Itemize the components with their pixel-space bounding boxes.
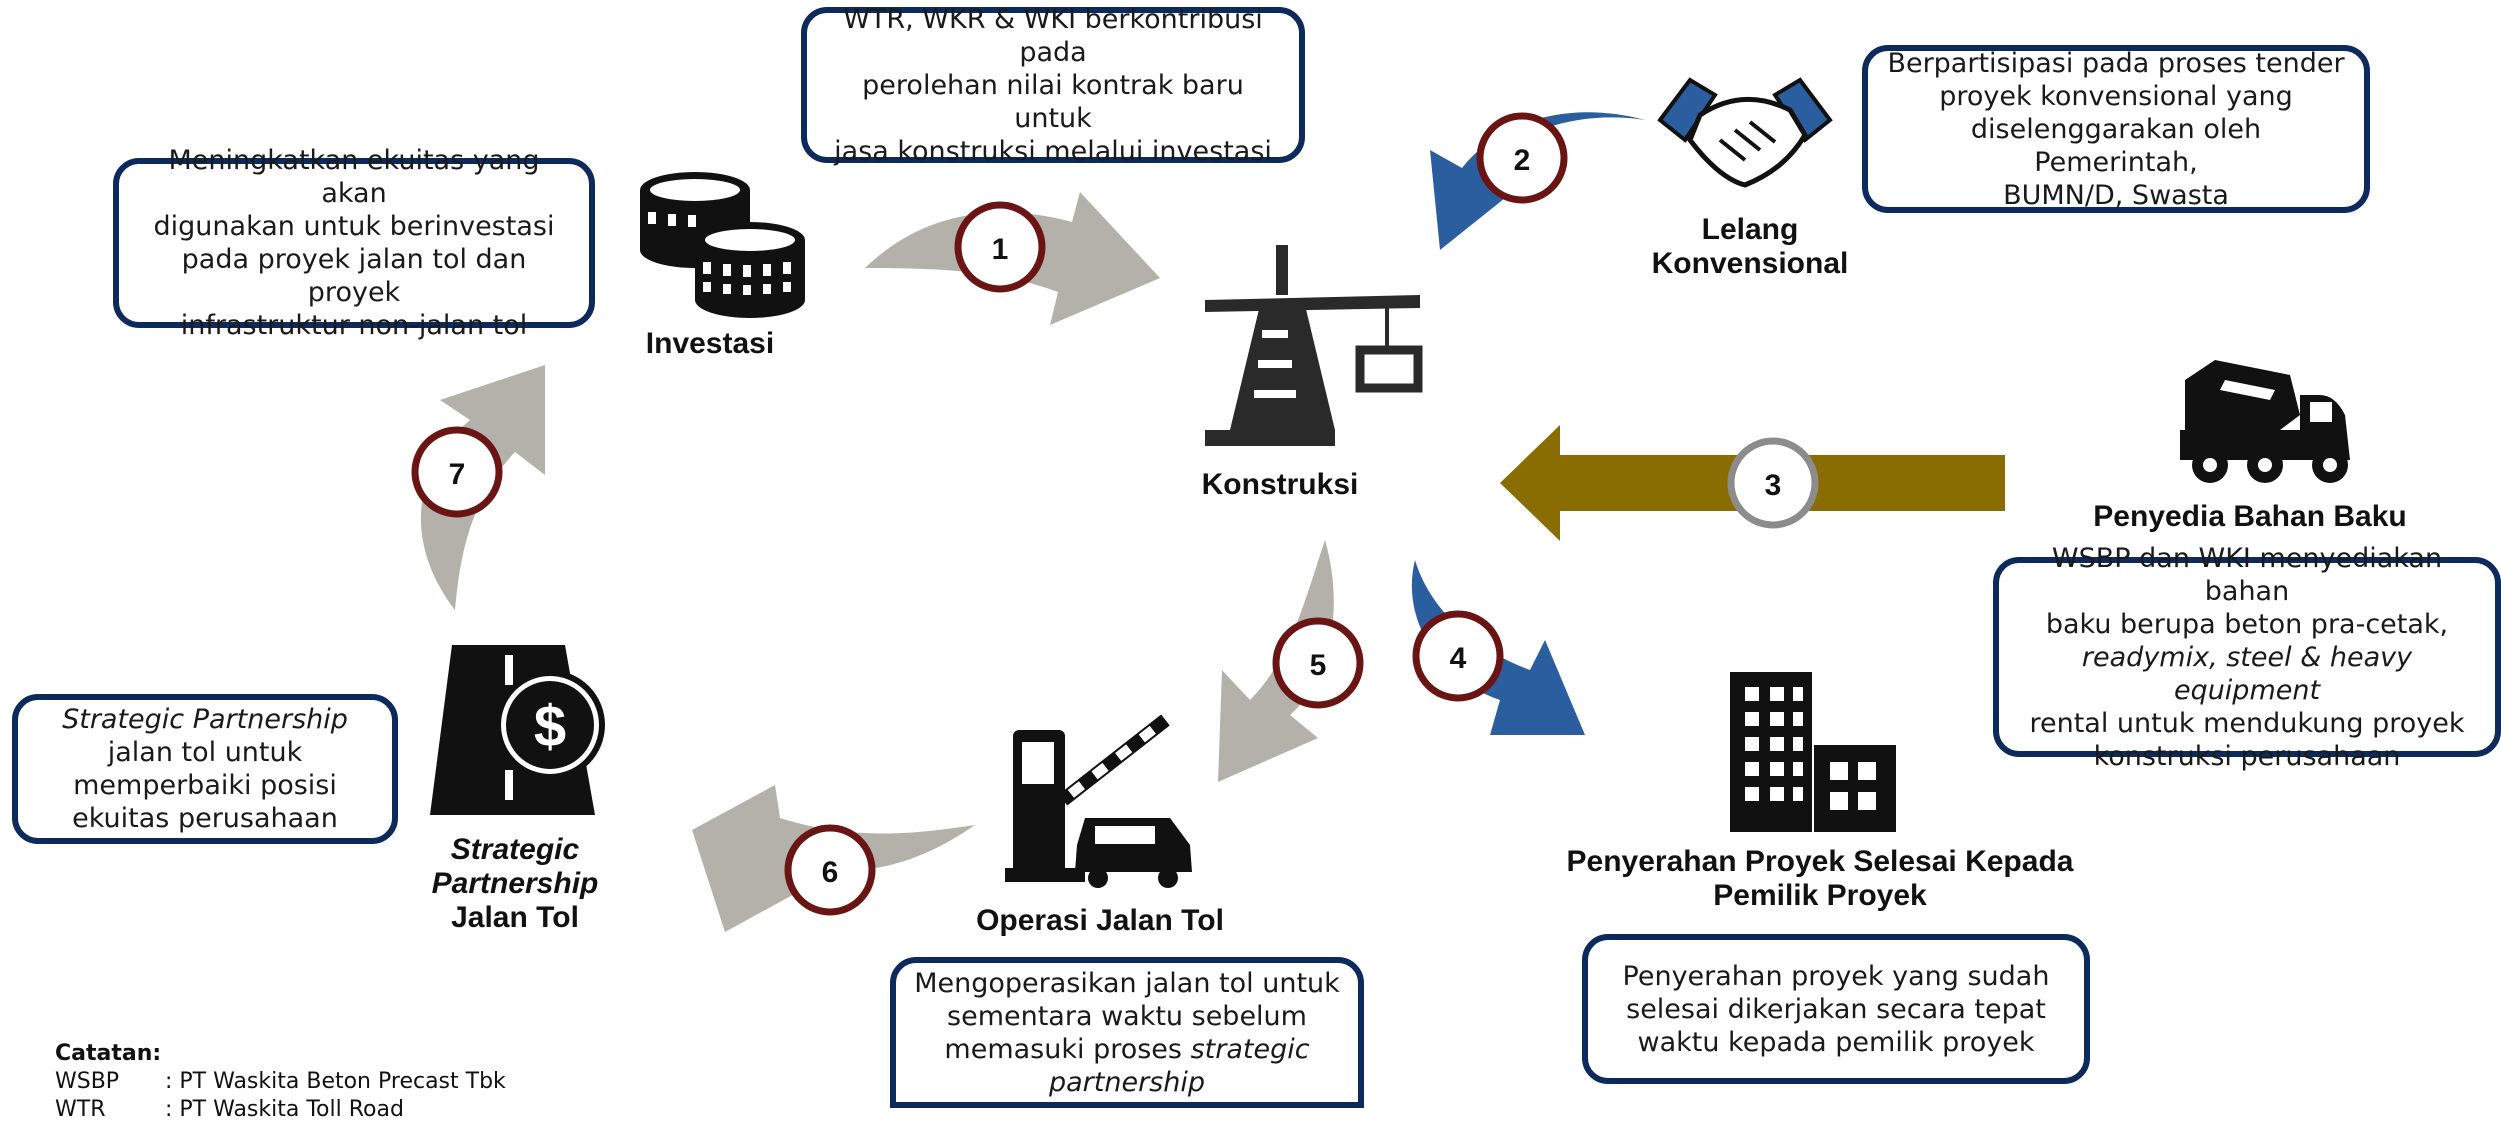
coins-icon bbox=[640, 172, 805, 318]
svg-text:$: $ bbox=[534, 694, 566, 759]
step-4: 4 bbox=[1412, 610, 1504, 702]
step-2: 2 bbox=[1476, 112, 1568, 204]
handshake-icon bbox=[1657, 77, 1833, 188]
svg-text:5: 5 bbox=[1310, 649, 1327, 682]
toll-gate-icon bbox=[1005, 714, 1192, 888]
svg-text:6: 6 bbox=[822, 856, 839, 889]
svg-text:2: 2 bbox=[1514, 144, 1531, 177]
box-operasi: Mengoperasikan jalan tol untuk sementara… bbox=[890, 957, 1364, 1108]
label-penyedia-bahan-baku: Penyedia Bahan Baku bbox=[2093, 500, 2407, 533]
step-5: 5 bbox=[1272, 617, 1364, 709]
box-ekuitas: Meningkatkan ekuitas yang akan digunakan… bbox=[113, 145, 595, 341]
mixer-truck-icon bbox=[2180, 360, 2350, 483]
label-operasi-jalan-tol: Operasi Jalan Tol bbox=[976, 904, 1224, 937]
building-icon bbox=[1730, 672, 1896, 832]
step-3: 3 bbox=[1727, 437, 1819, 529]
notes-title: Catatan: bbox=[55, 1041, 162, 1066]
step-1: 1 bbox=[954, 201, 1046, 293]
label-konstruksi: Konstruksi bbox=[1201, 468, 1359, 501]
svg-text:1: 1 bbox=[992, 233, 1009, 266]
box-penyerahan: Penyerahan proyek yang sudah selesai dik… bbox=[1582, 934, 2090, 1084]
notes: Catatan: WSBP : PT Waskita Beton Precast… bbox=[55, 1040, 506, 1124]
notes-row: WSBP : PT Waskita Beton Precast Tbk bbox=[55, 1069, 506, 1094]
arrow-5 bbox=[1218, 540, 1334, 782]
box-wtr-contribution: WTR, WKR & WKI berkontribusi pada perole… bbox=[801, 4, 1305, 167]
toll-road-dollar-icon: $ bbox=[430, 645, 605, 815]
label-penyerahan-proyek: Penyerahan Proyek Selesai Kepada Pemilik… bbox=[1566, 845, 2074, 912]
box-tender: Berpartisipasi pada proses tender proyek… bbox=[1862, 45, 2370, 213]
box-strategic-partnership: Strategic Partnership jalan tol untuk me… bbox=[12, 694, 398, 844]
svg-text:3: 3 bbox=[1765, 469, 1782, 502]
label-lelang-konvensional: Lelang Konvensional bbox=[1651, 213, 1849, 280]
step-6: 6 bbox=[784, 824, 876, 916]
box-bahan-baku: WSBP dan WKI menyediakan bahan baku beru… bbox=[1993, 543, 2501, 772]
arrow-4 bbox=[1411, 560, 1585, 735]
label-strategic-partnership-jalan-tol: Strategic Partnership Jalan Tol bbox=[431, 833, 599, 934]
notes-row: WTR : PT Waskita Toll Road bbox=[55, 1097, 404, 1122]
label-investasi: Investasi bbox=[645, 327, 775, 360]
svg-text:7: 7 bbox=[449, 458, 466, 491]
svg-text:4: 4 bbox=[1450, 642, 1467, 675]
crane-icon bbox=[1205, 245, 1423, 446]
step-7: 7 bbox=[411, 426, 503, 518]
